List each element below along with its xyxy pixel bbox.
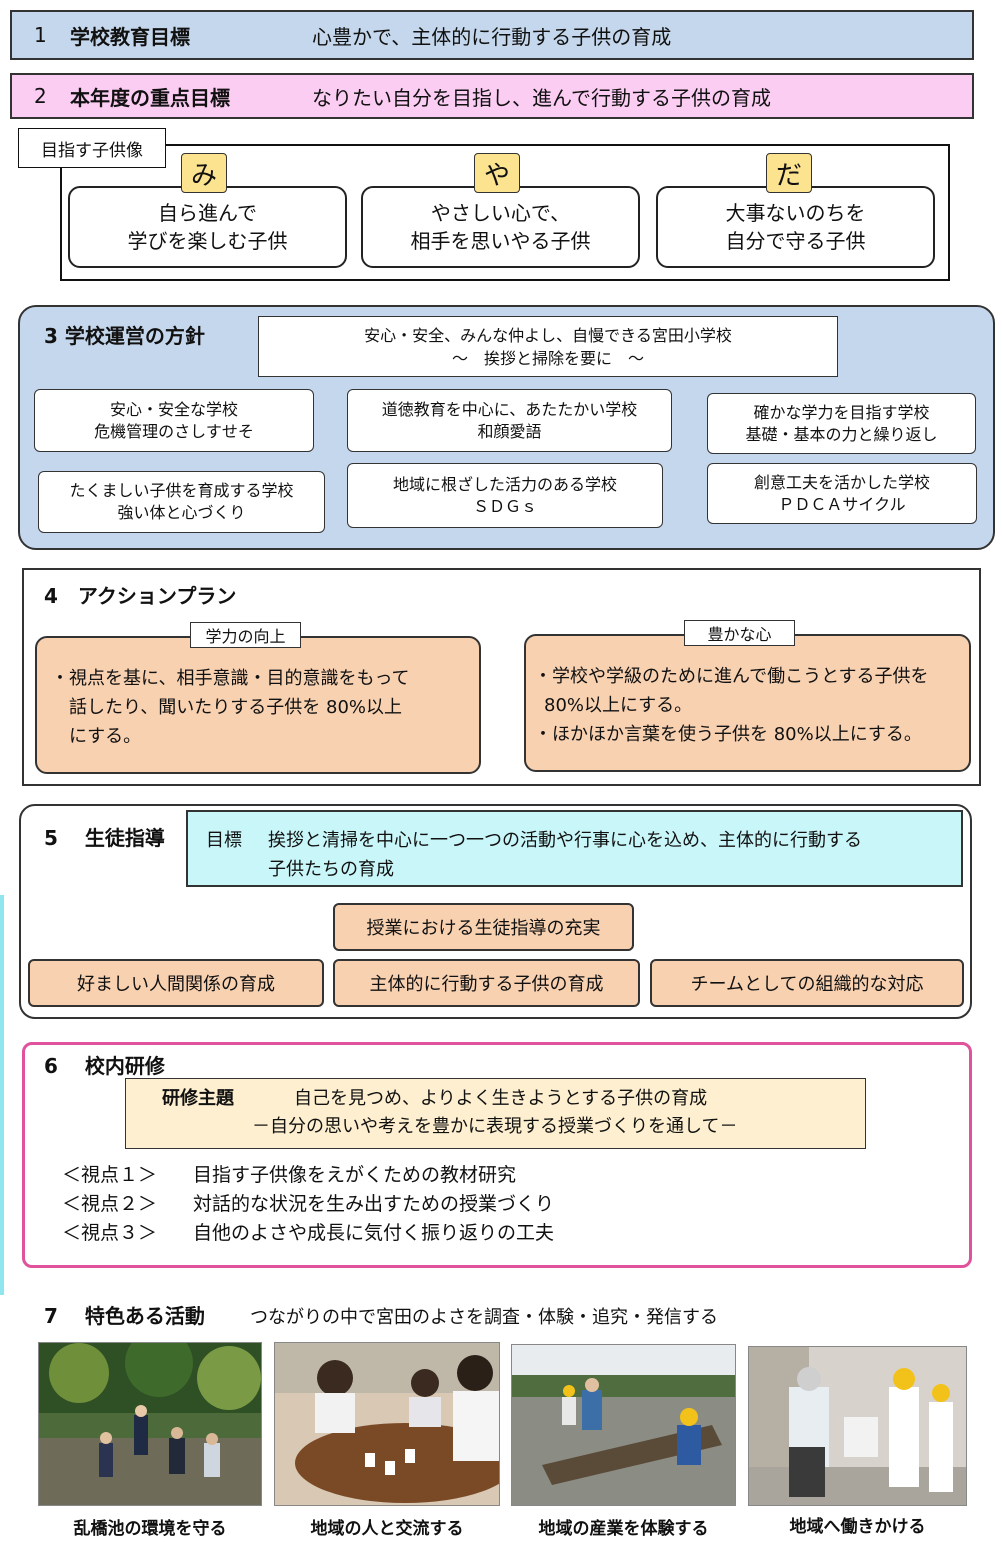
training-point: ＜視点２＞対話的な状況を生み出すための授業づくり <box>62 1193 555 1215</box>
photo-pond <box>38 1342 262 1506</box>
ideal-box-mi: 自ら進んで 学びを楽しむ子供 <box>68 186 347 268</box>
photo-industry-caption: 地域の産業を体験する <box>538 1519 709 1539</box>
policy-box-academic: 確かな学力を目指す学校 基礎・基本の力と繰り返し <box>707 393 976 454</box>
training-frame <box>22 1042 972 1268</box>
guidance-box-initiative: 主体的に行動する子供の育成 <box>333 959 640 1007</box>
focus-goal-text: なりたい自分を目指し、進んで行動する子供の育成 <box>312 85 771 110</box>
photo-pond-caption: 乱橋池の環境を守る <box>73 1519 227 1539</box>
guidance-goal-box: 目標 挨拶と清掃を中心に一つ一つの活動や行事に心を込め、主体的に行動する 子供た… <box>186 810 963 887</box>
activities-heading: 7 特色ある活動 <box>44 1304 205 1328</box>
training-heading: 6 校内研修 <box>44 1054 165 1078</box>
action-plan-frame <box>22 568 981 786</box>
activities-heading-row: 7 特色ある活動 つながりの中で宮田のよさを調査・体験・追究・発信する <box>44 1300 718 1329</box>
training-points: ＜視点１＞目指す子供像をえがくための教材研究 ＜視点２＞対話的な状況を生み出すた… <box>62 1161 554 1248</box>
photo-industry <box>511 1344 736 1506</box>
policy-box-safety: 安心・安全な学校 危機管理のさしすせそ <box>34 389 314 452</box>
left-edge-accent <box>0 895 4 1295</box>
policy-box-moral: 道徳教育を中心に、あたたかい学校 和顔愛語 <box>347 389 672 452</box>
ideal-char-mi: み <box>181 153 227 193</box>
activities-subtitle: つながりの中で宮田のよさを調査・体験・追究・発信する <box>250 1307 718 1328</box>
ideal-child-title: 目指す子供像 <box>18 128 166 168</box>
policy-motto: 安心・安全、みんな仲よし、自慢できる宮田小学校 ～ 挨拶と掃除を要に ～ <box>258 316 838 377</box>
ideal-box-da: 大事ないのちを 自分で守る子供 <box>656 186 935 268</box>
policy-box-strong: たくましい子供を育成する学校 強い体と心づくり <box>38 471 325 533</box>
ideal-char-da: だ <box>766 153 812 193</box>
policy-heading: 3 学校運営の方針 <box>44 324 205 348</box>
action-plan-heading: 4 アクションプラン <box>44 584 237 608</box>
training-point: ＜視点１＞目指す子供像をえがくための教材研究 <box>62 1164 517 1186</box>
ideal-child-frame <box>60 144 950 281</box>
guidance-box-team: チームとしての組織的な対応 <box>650 959 964 1007</box>
ideal-char-ya: や <box>474 153 520 193</box>
focus-goal-label: 本年度の重点目標 <box>70 85 230 110</box>
school-goal-label: 学校教育目標 <box>70 24 190 49</box>
school-goal-text: 心豊かで、主体的に行動する子供の育成 <box>312 24 672 49</box>
training-theme-box: 研修主題 自己を見つめ、よりよく生きようとする子供の育成 －自分の思いや考えを豊… <box>125 1078 866 1149</box>
photo-exchange-caption: 地域の人と交流する <box>310 1519 464 1539</box>
guidance-top-box: 授業における生徒指導の充実 <box>333 903 634 951</box>
guidance-box-relations: 好ましい人間関係の育成 <box>28 959 324 1007</box>
section-number: 2 <box>34 84 47 108</box>
training-point: ＜視点３＞自他のよさや成長に気付く振り返りの工夫 <box>62 1222 555 1244</box>
action-right-box: ・学校や学級のために進んで働こうとする子供を 80%以上にする。 ・ほかほか言葉… <box>524 634 971 772</box>
policy-box-creative: 創意工夫を活かした学校 ＰＤＣＡサイクル <box>707 463 977 524</box>
guidance-heading: 5 生徒指導 <box>44 826 165 850</box>
action-right-tag: 豊かな心 <box>684 620 795 646</box>
action-left-tag: 学力の向上 <box>190 622 301 648</box>
ideal-box-ya: やさしい心で、 相手を思いやる子供 <box>361 186 640 268</box>
guidance-goal-label: 目標 <box>206 830 242 851</box>
photo-community-caption: 地域へ働きかける <box>789 1517 926 1537</box>
focus-goal-band: 2 本年度の重点目標 なりたい自分を目指し、進んで行動する子供の育成 <box>10 73 974 119</box>
section-number: 1 <box>34 23 47 47</box>
policy-box-community: 地域に根ざした活力のある学校 ＳＤＧｓ <box>347 463 663 528</box>
action-left-box: ・視点を基に、相手意識・目的意識をもって 話したり、聞いたりする子供を 80%以… <box>35 636 481 774</box>
photo-exchange <box>274 1342 500 1506</box>
guidance-frame <box>19 804 972 1019</box>
school-goal-band: 1 学校教育目標 心豊かで、主体的に行動する子供の育成 <box>10 10 974 60</box>
photo-community <box>748 1346 967 1506</box>
training-theme-label: 研修主題 <box>162 1088 234 1109</box>
